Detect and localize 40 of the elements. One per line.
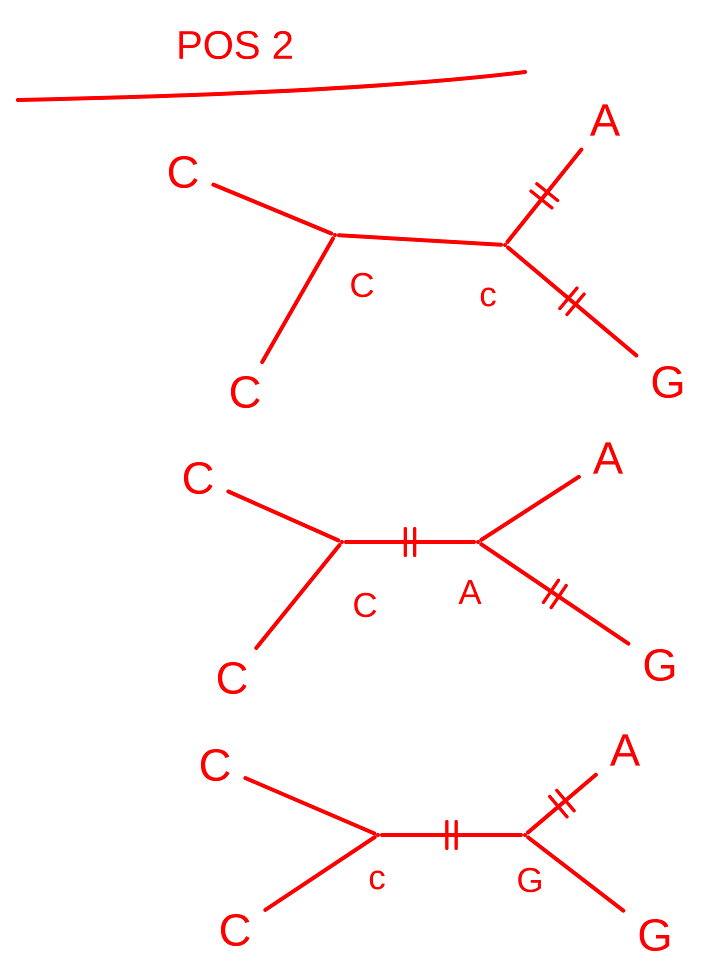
branch-line	[337, 233, 503, 247]
leaf-label: A	[592, 442, 624, 474]
leaf-label: C	[230, 376, 260, 408]
leaf-label: G	[644, 648, 674, 682]
branch-line-with-hash-marks	[479, 542, 630, 646]
state-label: c	[480, 288, 496, 306]
branch-line	[263, 835, 377, 912]
branch-line-with-hash-marks	[506, 148, 584, 244]
branch-line	[226, 490, 340, 542]
branch-line	[211, 182, 334, 236]
branch-line-with-hash-marks	[506, 246, 638, 358]
branch-line	[243, 776, 376, 836]
state-label: c	[370, 870, 385, 890]
branch-line-with-hash-marks	[344, 527, 476, 558]
state-label: C	[351, 272, 374, 298]
branch-line	[526, 835, 626, 913]
branch-junction	[476, 540, 480, 544]
branch-junction	[503, 243, 507, 247]
title: POS 2	[179, 30, 292, 60]
leaf-label: C	[220, 914, 250, 946]
branch-junction	[376, 833, 380, 838]
leaf-label: G	[652, 366, 682, 398]
leaf-label: G	[640, 918, 670, 952]
leaf-label: C	[218, 662, 247, 694]
branch-junction	[523, 833, 527, 838]
leaf-label: A	[610, 734, 640, 766]
branch-line-with-hash-marks	[380, 820, 523, 850]
branch-junction	[333, 233, 337, 237]
branch-line-with-hash-marks	[526, 772, 598, 834]
branch-line	[254, 543, 342, 650]
state-label: A	[458, 580, 482, 604]
leaf-label: A	[590, 104, 620, 136]
state-label: G	[518, 868, 541, 892]
state-label: C	[354, 592, 376, 618]
branch-junction	[340, 540, 344, 544]
leaf-label: C	[200, 748, 230, 782]
leaf-label: C	[168, 156, 198, 188]
branch-line	[260, 236, 336, 364]
branch-line	[479, 474, 581, 542]
leaf-label: C	[184, 462, 213, 494]
